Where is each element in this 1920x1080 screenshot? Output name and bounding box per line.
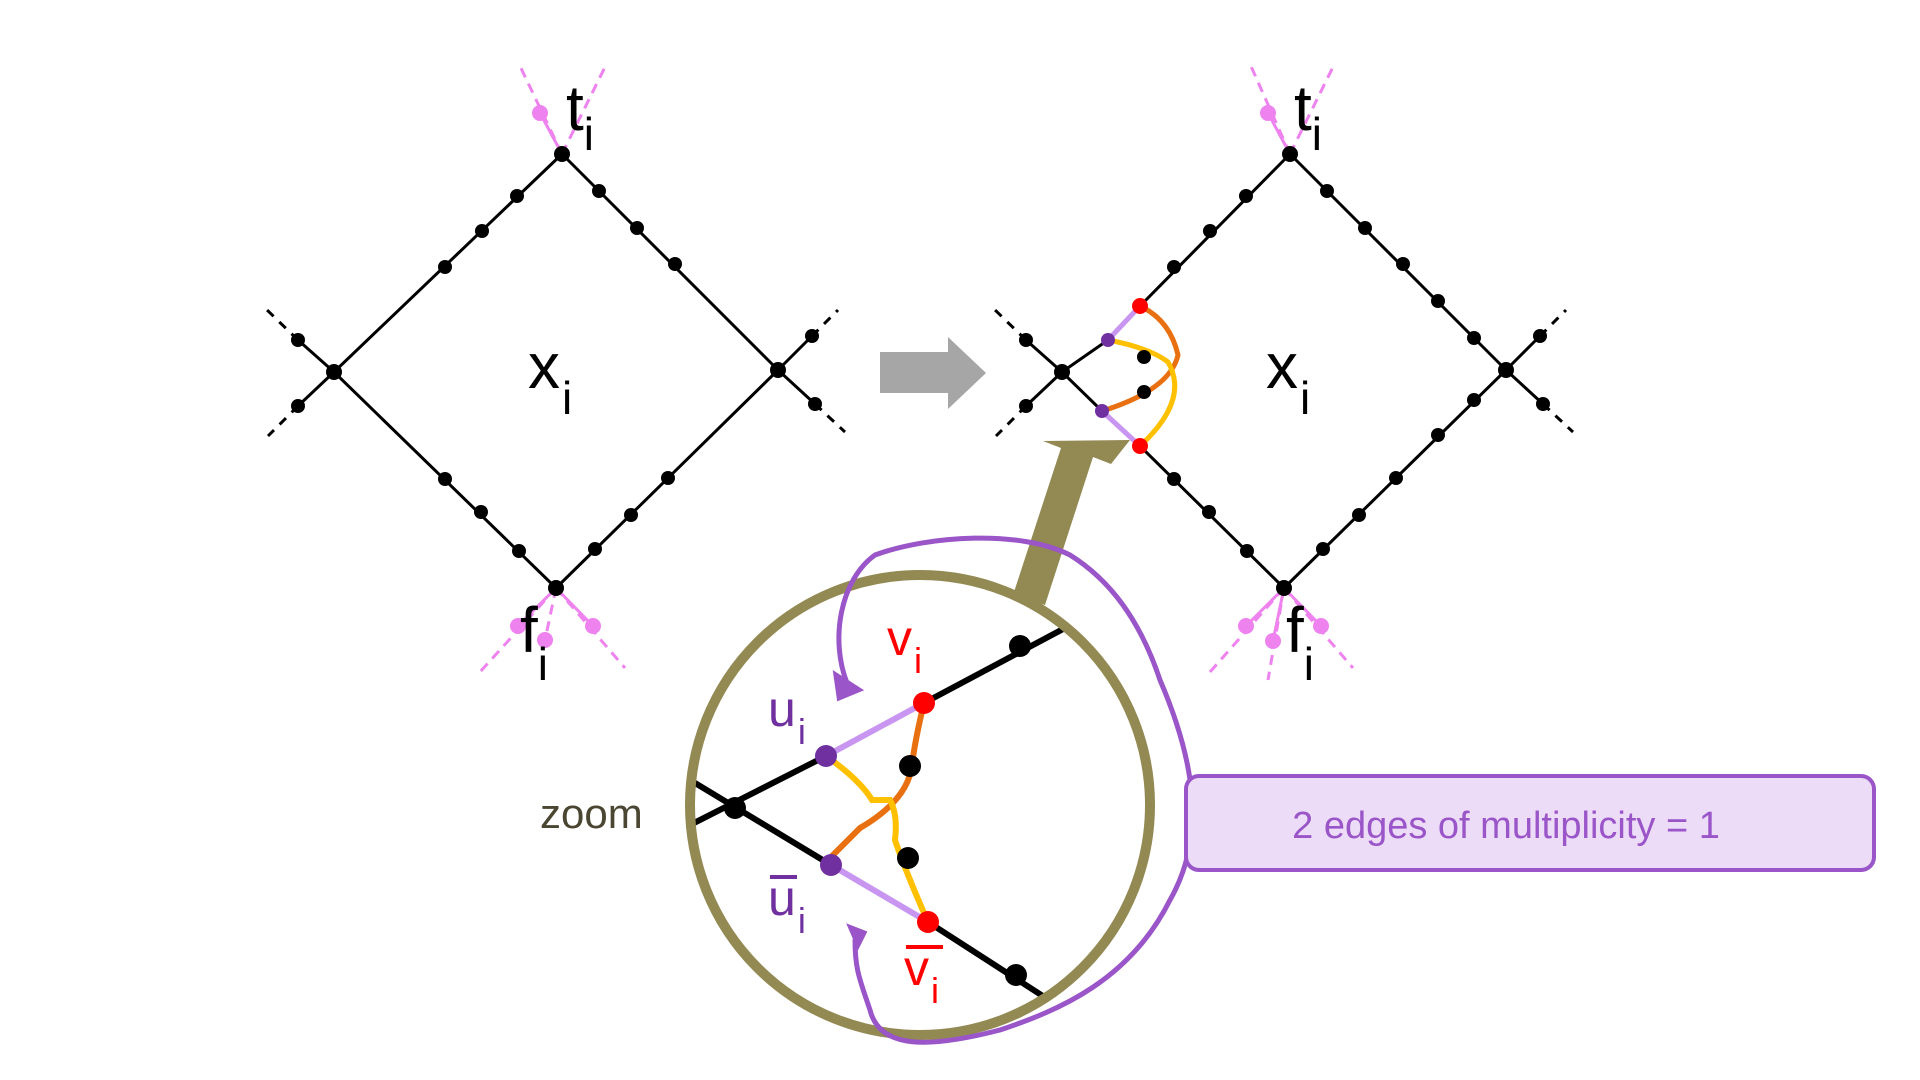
v-label: vi [887, 610, 922, 681]
left-center-label: xi [528, 330, 572, 424]
left-bottom-pink-stubs [478, 586, 627, 674]
right-diagram: xi ti fi [993, 63, 1575, 690]
zoom-circle: ui vi ui vi [685, 570, 1155, 1040]
u-label: ui [768, 681, 806, 752]
right-bottom-pink-stubs [1208, 586, 1355, 681]
left-top-label: ti [566, 72, 594, 160]
callout-box: 2 edges of multiplicity = 1 [1184, 774, 1876, 872]
ubar-vertex [820, 854, 842, 876]
v-vertex [913, 692, 935, 714]
vbar-vertex [917, 911, 939, 933]
annotation-loop [832, 535, 1195, 1045]
left-bottom-label: fi [520, 594, 548, 690]
right-gadget-vertices [1095, 298, 1151, 454]
left-vertices [291, 146, 822, 596]
left-diagram: xi ti fi [265, 63, 847, 690]
pink-vertex [510, 618, 526, 634]
annotation-arrowhead-bottom [846, 923, 868, 951]
pink-vertex [1260, 105, 1276, 121]
vbar-label: vi [904, 940, 939, 1011]
purple-vertex [1095, 404, 1109, 418]
pink-vertex [1265, 633, 1281, 649]
pink-vertex [532, 105, 548, 121]
u-vertex [815, 745, 837, 767]
right-bottom-label: fi [1286, 594, 1314, 690]
pink-vertex [585, 618, 601, 634]
zoom-pointer-arrow [1013, 440, 1130, 605]
right-arrow-icon [880, 337, 986, 409]
annotation-arrowhead-top [832, 669, 865, 702]
red-vertex [1132, 438, 1148, 454]
ubar-label: ui [768, 870, 806, 941]
right-vertices [1019, 146, 1550, 596]
right-center-label: xi [1266, 330, 1310, 424]
red-vertex [1132, 298, 1148, 314]
callout-text: 2 edges of multiplicity = 1 [1292, 805, 1720, 847]
pink-vertex [1313, 618, 1329, 634]
right-top-label: ti [1294, 72, 1322, 160]
pink-vertex [1238, 618, 1254, 634]
purple-vertex [1101, 333, 1115, 347]
right-gadget-edges [1099, 303, 1181, 449]
pink-vertex [537, 632, 553, 648]
zoom-label: zoom [540, 790, 643, 837]
